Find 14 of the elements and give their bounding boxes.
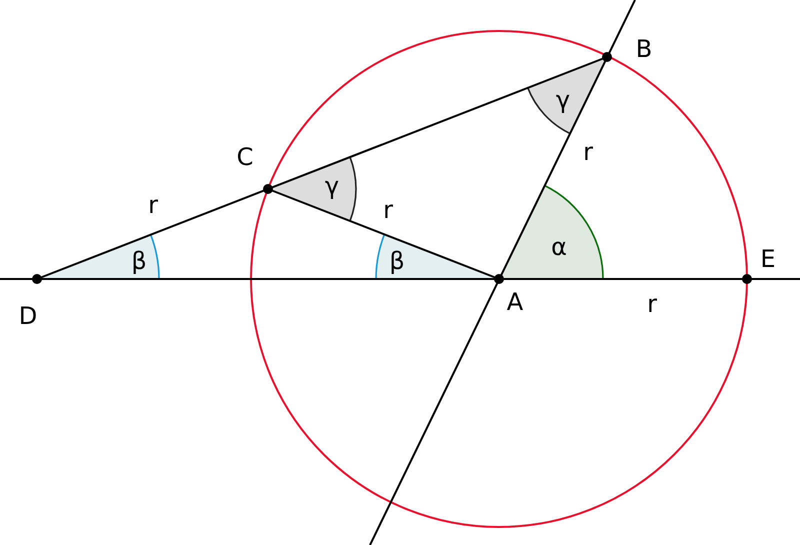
point-label: B bbox=[636, 37, 652, 61]
length-label: r bbox=[148, 193, 158, 217]
length-label: r bbox=[647, 292, 657, 316]
angle-label: β bbox=[389, 249, 405, 273]
angle-label: β bbox=[131, 249, 147, 273]
length-label: r bbox=[383, 198, 393, 222]
angle-label: γ bbox=[324, 174, 340, 198]
point-label: A bbox=[506, 290, 524, 314]
length-label: r bbox=[583, 140, 593, 164]
point-label: D bbox=[18, 304, 38, 328]
angle-label: α bbox=[551, 235, 567, 259]
angle-label: γ bbox=[556, 88, 570, 112]
point-label: E bbox=[760, 247, 776, 271]
point-label: C bbox=[236, 145, 254, 169]
